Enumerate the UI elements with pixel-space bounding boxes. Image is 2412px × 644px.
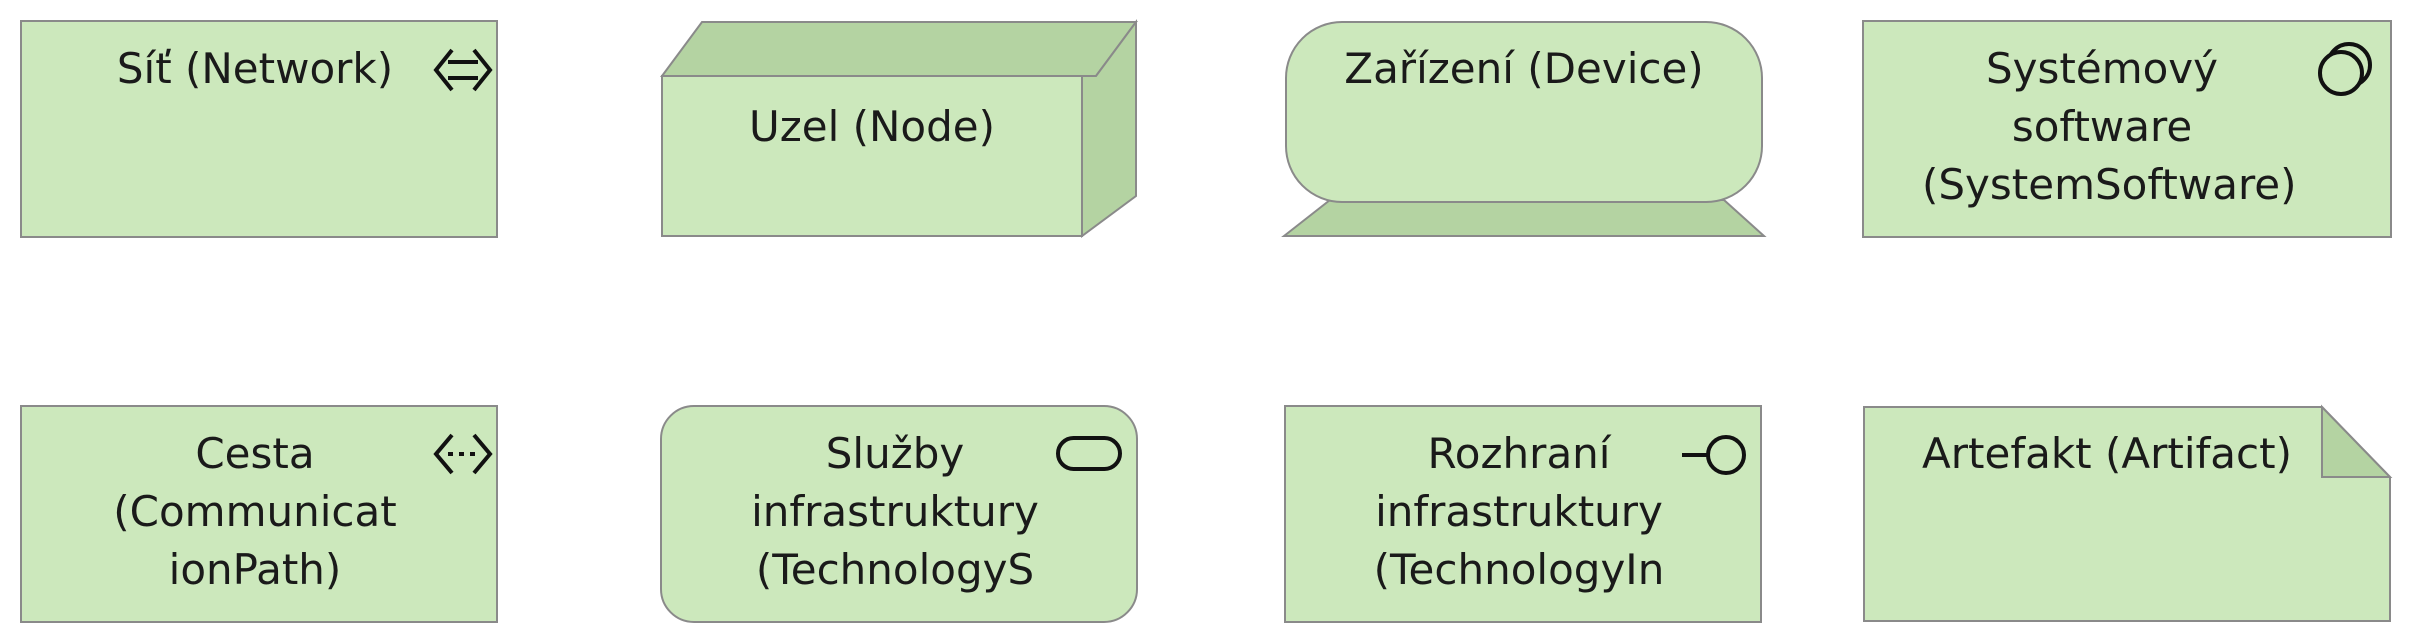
system-software-icon: [2318, 42, 2372, 96]
device-label: Zařízení (Device): [1344, 44, 1704, 93]
system-software-shape: [1862, 20, 2392, 238]
communication-path-shape: [20, 405, 498, 623]
technology-interface-element[interactable]: Rozhraní infrastruktury (TechnologyIn: [1284, 405, 1762, 623]
device-element[interactable]: Zařízení (Device): [1281, 20, 1767, 238]
dotted-double-arrow-icon: [433, 433, 493, 475]
technology-interface-shape: [1284, 405, 1762, 623]
double-arrow-icon: [433, 48, 493, 92]
node-shape: [660, 18, 1138, 238]
service-icon: [1056, 436, 1122, 471]
technology-service-label: Služby infrastruktury (TechnologyS: [751, 429, 1039, 594]
network-shape: [20, 20, 498, 238]
communication-path-element[interactable]: Cesta (Communicat ionPath): [20, 405, 498, 623]
network-label: Síť (Network): [116, 44, 394, 93]
node-element[interactable]: Uzel (Node): [660, 18, 1138, 238]
artifact-label: Artefakt (Artifact): [1922, 429, 2292, 478]
system-software-label: Systémový software (SystemSoftware): [1922, 44, 2297, 209]
technology-service-element[interactable]: Služby infrastruktury (TechnologyS: [660, 405, 1138, 623]
communication-path-label: Cesta (Communicat ionPath): [113, 429, 397, 594]
technology-interface-label: Rozhraní infrastruktury (TechnologyIn: [1373, 429, 1665, 594]
technology-service-shape: [660, 405, 1138, 623]
system-software-element[interactable]: Systémový software (SystemSoftware): [1862, 20, 2392, 238]
interface-lollipop-icon: [1682, 435, 1746, 475]
artifact-shape: [1863, 404, 2393, 622]
node-label: Uzel (Node): [748, 102, 996, 151]
device-shape: [1281, 21, 1767, 237]
network-element[interactable]: Síť (Network): [20, 20, 498, 238]
artifact-element[interactable]: Artefakt (Artifact): [1862, 404, 2393, 623]
